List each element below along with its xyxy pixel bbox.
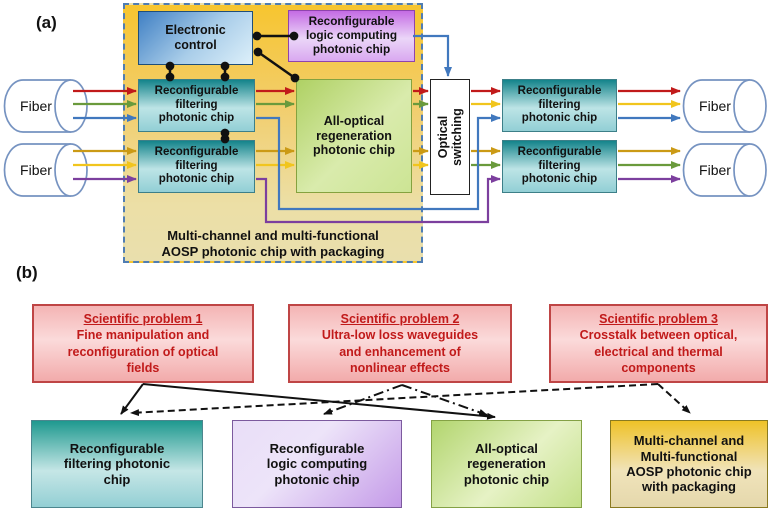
regeneration-chip-box: All-optical regeneration photonic chip: [296, 79, 412, 193]
fiber-cylinder-icon: [3, 143, 88, 197]
output-signal-arrows: [618, 87, 681, 183]
panel-a-label: (a): [36, 13, 57, 32]
fiber-label: Fiber: [20, 98, 52, 114]
logic-computing-chip-box: Reconfigurable logic computing photonic …: [288, 10, 415, 62]
fiber-output-2: Fiber: [681, 142, 769, 198]
fiber-label: Fiber: [20, 162, 52, 178]
problem-3-title: Scientific problem 3: [599, 312, 718, 326]
chip-filtering-box: Reconfigurable filtering photonic chip: [31, 420, 203, 508]
fiber-output-1: Fiber: [681, 78, 769, 134]
problem-1-box: Scientific problem 1 Fine manipulation a…: [32, 304, 254, 383]
chip-regeneration-box: All-optical regeneration photonic chip: [431, 420, 582, 508]
fiber-cylinder-icon: [682, 79, 767, 133]
fiber-label: Fiber: [699, 98, 731, 114]
problem-1-body: Fine manipulation and reconfiguration of…: [67, 328, 219, 375]
fiber-input-2: Fiber: [2, 142, 90, 198]
panel-b-label: (b): [16, 263, 38, 282]
filtering-chip-out-1-box: Reconfigurable filtering photonic chip: [502, 79, 617, 132]
problem-dashdot-arrows: [323, 384, 488, 416]
problem-2-title: Scientific problem 2: [340, 312, 460, 326]
chip-logic-computing-box: Reconfigurable logic computing photonic …: [232, 420, 402, 508]
problem-2-body: Ultra-low loss waveguides and enhancemen…: [321, 328, 479, 375]
aosp-package-caption: Multi-channel and multi-functional AOSP …: [161, 228, 385, 259]
switch-to-filter-arrows: [471, 87, 501, 169]
chip-aosp-package-box: Multi-channel and Multi-functional AOSP …: [610, 420, 768, 508]
fiber-input-1: Fiber: [2, 78, 90, 134]
problem-3-box: Scientific problem 3 Crosstalk between o…: [549, 304, 768, 383]
problem-dashed-arrows: [130, 383, 691, 417]
optical-switching-label: Optical switching: [436, 108, 464, 166]
problem-3-body: Crosstalk between optical, electrical an…: [579, 328, 738, 375]
electronic-control-box: Electronic control: [138, 11, 253, 65]
problem-2-box: Scientific problem 2 Ultra-low loss wave…: [288, 304, 512, 383]
problem-solid-arrows: [120, 383, 496, 420]
filtering-chip-out-2-box: Reconfigurable filtering photonic chip: [502, 140, 617, 193]
filtering-chip-in-2-box: Reconfigurable filtering photonic chip: [138, 140, 255, 193]
problem-1-title: Scientific problem 1: [83, 312, 203, 326]
optical-switching-box: Optical switching: [430, 79, 470, 195]
filtering-chip-in-1-box: Reconfigurable filtering photonic chip: [138, 79, 255, 132]
fiber-cylinder-icon: [682, 143, 767, 197]
fiber-label: Fiber: [699, 162, 731, 178]
